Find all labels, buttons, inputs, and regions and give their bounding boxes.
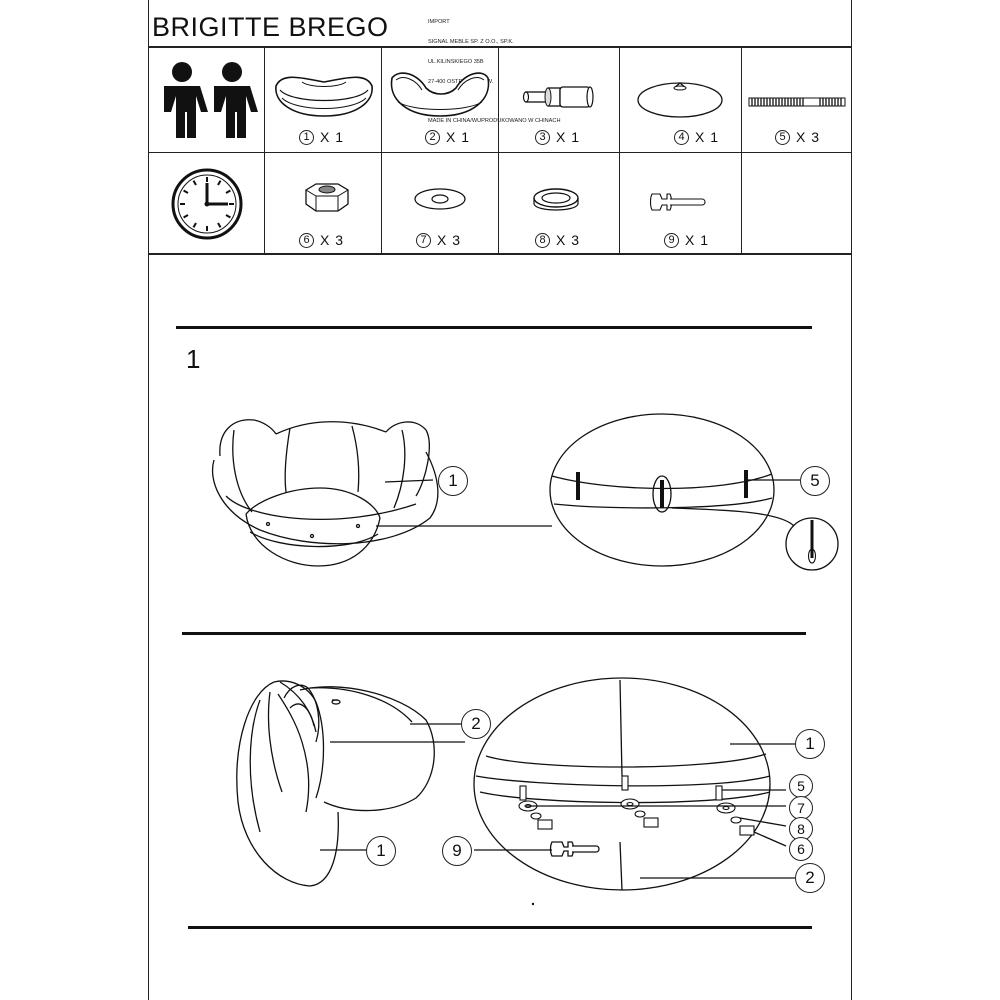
part-label: 7 X 3: [416, 232, 461, 248]
callout-5: 5: [789, 774, 813, 798]
section-divider: [188, 926, 812, 929]
grid-line: [148, 152, 852, 153]
callout-2: 2: [795, 863, 825, 893]
part-label: 8 X 3: [535, 232, 580, 248]
part-quantity: X 3: [437, 232, 462, 248]
grid-line: [264, 46, 265, 254]
section-divider: [182, 632, 806, 635]
step-number: 1: [186, 344, 201, 374]
part-number: 7: [416, 232, 431, 248]
part-label: 2 X 1: [425, 129, 470, 145]
part-quantity: X 1: [446, 129, 471, 145]
callout-9: 9: [442, 836, 472, 866]
callout-1: 1: [366, 836, 396, 866]
connector-sleeve-icon: [520, 84, 596, 110]
grid-line: [741, 46, 742, 254]
part-number: 3: [535, 129, 550, 145]
importer-line: SIGNAL MEBLE SP. Z O.O., SP.K.: [428, 38, 514, 45]
part-label: 9 X 1: [664, 232, 709, 248]
step-1-illustration: [190, 400, 850, 580]
callout-7: 7: [789, 796, 813, 820]
callout-2: 2: [461, 709, 491, 739]
part-number: 5: [775, 129, 790, 145]
base-disc-icon: [634, 78, 726, 120]
part-number: 1: [299, 129, 314, 145]
seat-cushion-icon: [272, 68, 376, 122]
part-number: 6: [299, 232, 314, 248]
step-2-illustration: [230, 672, 850, 912]
part-label: 6 X 3: [299, 232, 344, 248]
part-label: 3 X 1: [535, 129, 580, 145]
wrench-icon: [648, 190, 708, 214]
part-quantity: X 1: [556, 129, 581, 145]
callout-6: 6: [789, 837, 813, 861]
part-number: 4: [674, 129, 689, 145]
part-quantity: X 3: [556, 232, 581, 248]
part-quantity: X 1: [685, 232, 710, 248]
hex-nut-icon: [300, 180, 354, 216]
part-quantity: X 3: [320, 232, 345, 248]
instruction-sheet: [148, 0, 852, 1000]
part-label: 4 X 1: [674, 129, 719, 145]
importer-line: MADE IN CHINA/WUPRODUKOWANO W CHINACH: [428, 118, 561, 125]
two-persons-icon: [150, 60, 262, 146]
part-quantity: X 3: [796, 129, 821, 145]
part-number: 9: [664, 232, 679, 248]
part-quantity: X 1: [695, 129, 720, 145]
grid-line: [148, 46, 852, 48]
flat-washer-icon: [412, 186, 468, 212]
threaded-bolt-icon: [748, 96, 846, 108]
grid-line: [148, 253, 852, 255]
part-number: 2: [425, 129, 440, 145]
grid-line: [498, 46, 499, 254]
part-number: 8: [535, 232, 550, 248]
part-quantity: X 1: [320, 129, 345, 145]
product-title: BRIGITTE BREGO: [152, 12, 389, 42]
callout-5: 5: [800, 466, 830, 496]
callout-1: 1: [438, 466, 468, 496]
spring-washer-icon: [528, 186, 584, 216]
section-divider: [176, 326, 812, 329]
importer-line: IMPORT: [428, 19, 450, 26]
clock-icon: [170, 167, 244, 241]
part-label: 1 X 1: [299, 129, 344, 145]
part-label: 5 X 3: [775, 129, 820, 145]
callout-1: 1: [795, 729, 825, 759]
grid-line: [619, 46, 620, 254]
backrest-cushion-icon: [386, 66, 494, 122]
importer-line: UL.KILINSKIEGO 35B: [428, 58, 484, 65]
grid-line: [381, 46, 382, 254]
